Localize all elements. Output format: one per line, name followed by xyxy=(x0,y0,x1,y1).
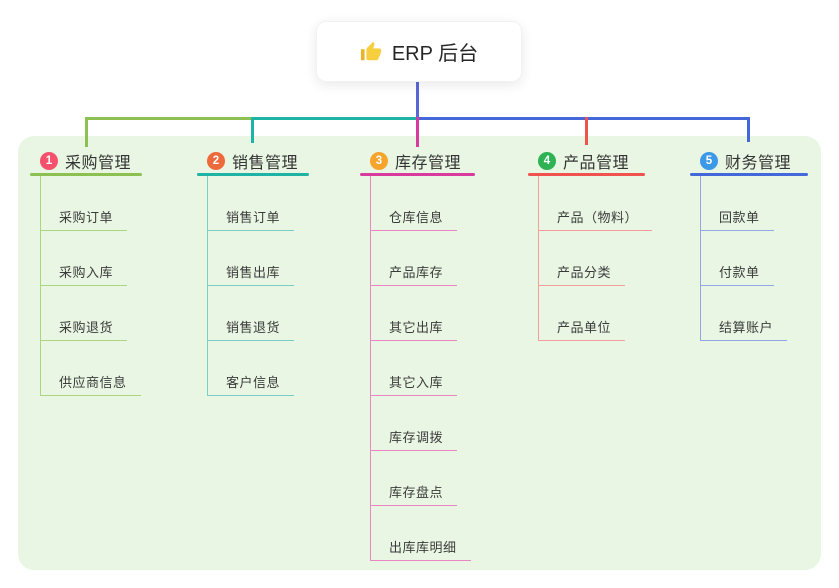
children-group-inventory: 仓库信息 产品库存 其它出库 其它入库 库存调拨 库存盘点 出库库明细 xyxy=(370,176,475,561)
child-label: 库存调拨 xyxy=(389,430,444,445)
child-label: 销售出库 xyxy=(226,265,281,280)
child-node[interactable]: 产品（物料） xyxy=(539,176,653,231)
children-group-purchase: 采购订单 采购入库 采购退货 供应商信息 xyxy=(40,176,142,396)
child-node[interactable]: 其它入库 xyxy=(371,341,458,396)
branch-drop-line-product xyxy=(585,117,588,145)
child-node[interactable]: 采购订单 xyxy=(41,176,128,231)
branch-number-badge: 2 xyxy=(207,151,225,170)
child-label: 结算账户 xyxy=(719,320,774,335)
root-node[interactable]: ERP 后台 xyxy=(316,21,522,82)
child-label: 采购退货 xyxy=(59,320,114,335)
bus-segment-sales xyxy=(251,117,416,120)
child-node[interactable]: 采购入库 xyxy=(41,231,128,286)
branch-drop-line-purchase xyxy=(85,117,88,147)
branch-node-sales: 2 销售管理 销售订单 销售出库 销售退货 客户信息 xyxy=(197,148,309,396)
branch-number-badge: 1 xyxy=(40,151,58,170)
child-node[interactable]: 库存盘点 xyxy=(371,451,458,506)
branch-node-product: 4 产品管理 产品（物料） 产品分类 产品单位 xyxy=(528,148,653,341)
branch-label: 销售管理 xyxy=(232,154,299,172)
branch-node-inventory: 3 库存管理 仓库信息 产品库存 其它出库 其它入库 库存调拨 库存盘点 出库库… xyxy=(360,148,475,561)
child-node[interactable]: 供应商信息 xyxy=(41,341,141,396)
child-node[interactable]: 其它出库 xyxy=(371,286,458,341)
branch-label: 财务管理 xyxy=(725,154,792,172)
branch-underline xyxy=(30,173,142,176)
branch-node-purchase: 1 采购管理 采购订单 采购入库 采购退货 供应商信息 xyxy=(30,148,142,396)
child-label: 回款单 xyxy=(719,210,760,225)
child-node[interactable]: 回款单 xyxy=(701,176,774,231)
child-label: 供应商信息 xyxy=(59,375,127,390)
child-node[interactable]: 销售退货 xyxy=(208,286,295,341)
child-label: 库存盘点 xyxy=(389,485,444,500)
child-label: 采购订单 xyxy=(59,210,114,225)
branch-underline xyxy=(528,173,645,176)
branch-drop-line-finance xyxy=(747,117,750,142)
thumbs-up-icon xyxy=(360,41,382,63)
child-label: 销售订单 xyxy=(226,210,281,225)
branch-underline xyxy=(360,173,475,176)
child-label: 其它出库 xyxy=(389,320,444,335)
child-label: 客户信息 xyxy=(226,375,281,390)
child-node[interactable]: 结算账户 xyxy=(701,286,788,341)
child-node[interactable]: 库存调拨 xyxy=(371,396,458,451)
child-node[interactable]: 产品库存 xyxy=(371,231,458,286)
branch-label: 库存管理 xyxy=(395,154,462,172)
root-node-label: ERP 后台 xyxy=(391,43,479,65)
child-node[interactable]: 产品分类 xyxy=(539,231,626,286)
branch-head-sales[interactable]: 2 销售管理 xyxy=(197,148,309,173)
child-node[interactable]: 出库库明细 xyxy=(371,506,471,561)
child-label: 其它入库 xyxy=(389,375,444,390)
branch-label: 采购管理 xyxy=(65,154,132,172)
branch-node-finance: 5 财务管理 回款单 付款单 结算账户 xyxy=(690,148,808,341)
child-label: 付款单 xyxy=(719,265,760,280)
children-group-finance: 回款单 付款单 结算账户 xyxy=(700,176,808,341)
child-label: 产品库存 xyxy=(389,265,444,280)
branch-drop-line-sales xyxy=(251,117,254,143)
branch-head-product[interactable]: 4 产品管理 xyxy=(528,148,645,173)
child-node[interactable]: 销售出库 xyxy=(208,231,295,286)
branch-number-badge: 4 xyxy=(538,151,556,170)
branch-head-inventory[interactable]: 3 库存管理 xyxy=(360,148,475,173)
branch-head-finance[interactable]: 5 财务管理 xyxy=(690,148,808,173)
child-node[interactable]: 采购退货 xyxy=(41,286,128,341)
child-node[interactable]: 销售订单 xyxy=(208,176,295,231)
branch-underline xyxy=(197,173,309,176)
child-node[interactable]: 仓库信息 xyxy=(371,176,458,231)
branch-head-purchase[interactable]: 1 采购管理 xyxy=(30,148,142,173)
child-node[interactable]: 客户信息 xyxy=(208,341,295,396)
bus-segment-finance xyxy=(416,117,750,120)
child-label: 采购入库 xyxy=(59,265,114,280)
child-label: 仓库信息 xyxy=(389,210,444,225)
child-label: 销售退货 xyxy=(226,320,281,335)
children-group-sales: 销售订单 销售出库 销售退货 客户信息 xyxy=(207,176,309,396)
child-label: 产品分类 xyxy=(557,265,612,280)
branch-label: 产品管理 xyxy=(563,154,630,172)
branch-number-badge: 5 xyxy=(700,151,718,170)
root-connector-line xyxy=(416,80,419,118)
branch-underline xyxy=(690,173,808,176)
bus-segment-purchase xyxy=(85,117,251,120)
branch-number-badge: 3 xyxy=(370,151,388,170)
child-node[interactable]: 产品单位 xyxy=(539,286,626,341)
mindmap-canvas xyxy=(18,136,821,570)
children-group-product: 产品（物料） 产品分类 产品单位 xyxy=(538,176,653,341)
child-node[interactable]: 付款单 xyxy=(701,231,774,286)
child-label: 产品（物料） xyxy=(557,210,639,225)
child-label: 产品单位 xyxy=(557,320,612,335)
child-label: 出库库明细 xyxy=(389,540,457,555)
branch-drop-line-inventory xyxy=(416,117,419,147)
